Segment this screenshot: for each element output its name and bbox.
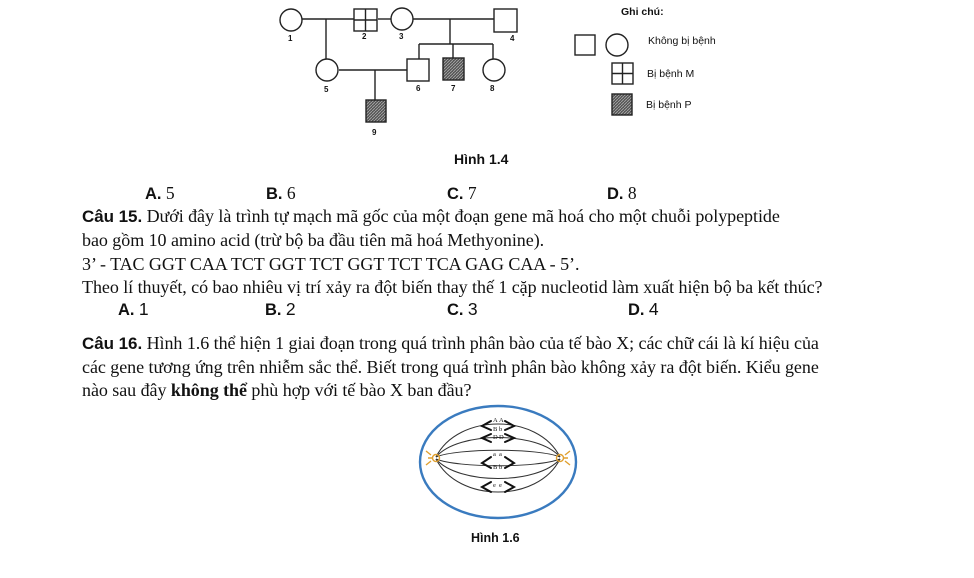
individual-number: 9 — [372, 128, 377, 137]
q15-option-d[interactable]: D. 4 — [628, 299, 659, 319]
gene-label: a — [493, 451, 496, 458]
legend-healthy: Không bị bệnh — [648, 35, 716, 47]
q15-sequence: 3’ - TAC GGT CAA TCT GGT TCT GGT TCT TCA… — [82, 254, 580, 274]
gene-label: e — [499, 482, 502, 489]
emphasis-not: không thể — [170, 380, 247, 400]
figure-caption: Hình 1.4 — [454, 151, 509, 167]
figure-caption-1-6: Hình 1.6 — [471, 531, 520, 545]
q16-line-1: Câu 16. Hình 1.6 thể hiện 1 giai đoạn tr… — [82, 333, 819, 353]
q14-option-b[interactable]: B. 6 — [266, 183, 296, 203]
gene-label: b — [499, 426, 502, 433]
gene-label: b — [499, 464, 502, 471]
individual-number: 7 — [451, 84, 456, 93]
individual-number: 5 — [324, 85, 329, 94]
q14-option-a[interactable]: A. 5 — [145, 183, 175, 203]
cell-division-figure: A B D a B e A b D a b e — [418, 404, 578, 520]
legend-title: Ghi chú: — [621, 6, 664, 18]
q15-line-1: Câu 15. Dưới đây là trình tự mạch mã gốc… — [82, 206, 780, 226]
q15-line-2: bao gồm 10 amino acid (trừ bộ ba đầu tiê… — [82, 230, 545, 250]
gene-label: D — [499, 434, 504, 441]
q15-option-a[interactable]: A. 1 — [118, 299, 149, 319]
q16-line-3: nào sau đây không thể phù hợp với tế bào… — [82, 380, 472, 400]
q15-question: Theo lí thuyết, có bao nhiêu vị trí xảy … — [82, 277, 823, 297]
pedigree-chart — [279, 7, 634, 123]
q16-label: Câu 16. — [82, 334, 143, 353]
individual-number: 3 — [399, 32, 404, 41]
gene-label: A — [493, 417, 498, 424]
individual-number: 1 — [288, 34, 293, 43]
q14-option-d[interactable]: D. 8 — [607, 183, 637, 203]
gene-label: D — [493, 434, 498, 441]
gene-label: B — [493, 464, 498, 471]
legend-disease-p: Bị bệnh P — [646, 99, 692, 111]
gene-label: e — [493, 482, 496, 489]
q15-option-b[interactable]: B. 2 — [265, 299, 296, 319]
q16-line-2: các gene tương ứng trên nhiễm sắc thể. B… — [82, 357, 819, 377]
q14-option-c[interactable]: C. 7 — [447, 183, 477, 203]
gene-label: B — [493, 426, 498, 433]
individual-number: 8 — [490, 84, 495, 93]
gene-label: A — [499, 417, 504, 424]
individual-number: 4 — [510, 34, 515, 43]
gene-label: a — [499, 451, 502, 458]
individual-number: 6 — [416, 84, 421, 93]
q15-option-c[interactable]: C. 3 — [447, 299, 478, 319]
q15-label: Câu 15. — [82, 207, 143, 226]
individual-number: 2 — [362, 32, 367, 41]
legend-disease-m: Bị bệnh M — [647, 68, 695, 80]
